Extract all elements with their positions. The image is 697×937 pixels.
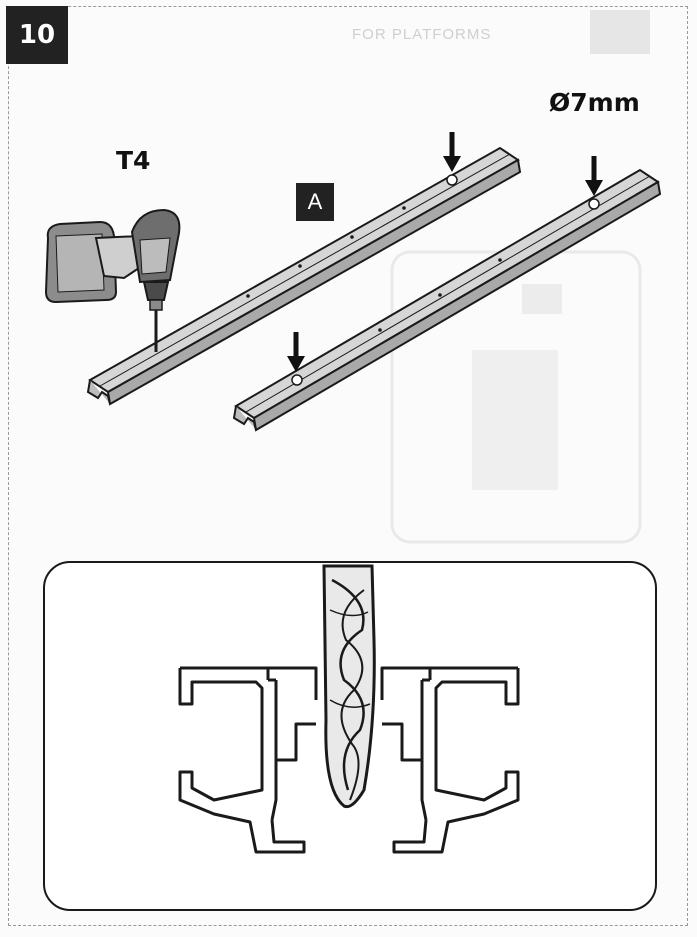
part-label-tag: A (296, 183, 334, 221)
bleed-thumb (522, 284, 562, 314)
bleed-block (472, 350, 558, 490)
down-arrow-icon (287, 332, 305, 372)
drill-hole-mark (588, 198, 600, 210)
drill-hole-mark (446, 174, 458, 186)
rail-part-a-2 (232, 168, 662, 432)
down-arrow-icon (443, 132, 461, 172)
drill-bit-label: T4 (116, 146, 151, 175)
rail-profile-outline (178, 666, 520, 854)
drill-hole-mark (291, 374, 303, 386)
step-number-badge: 10 (6, 6, 68, 64)
down-arrow-icon (585, 156, 603, 196)
page-frame (8, 6, 688, 926)
bleed-through-text: FOR PLATFORMS (352, 26, 492, 43)
drill-bit-icon (322, 564, 376, 809)
rail-part-a-1 (86, 146, 522, 406)
bleed-thumb (590, 10, 650, 54)
hole-diameter-label: Ø7mm (549, 88, 640, 117)
cordless-drill-icon (44, 208, 181, 352)
